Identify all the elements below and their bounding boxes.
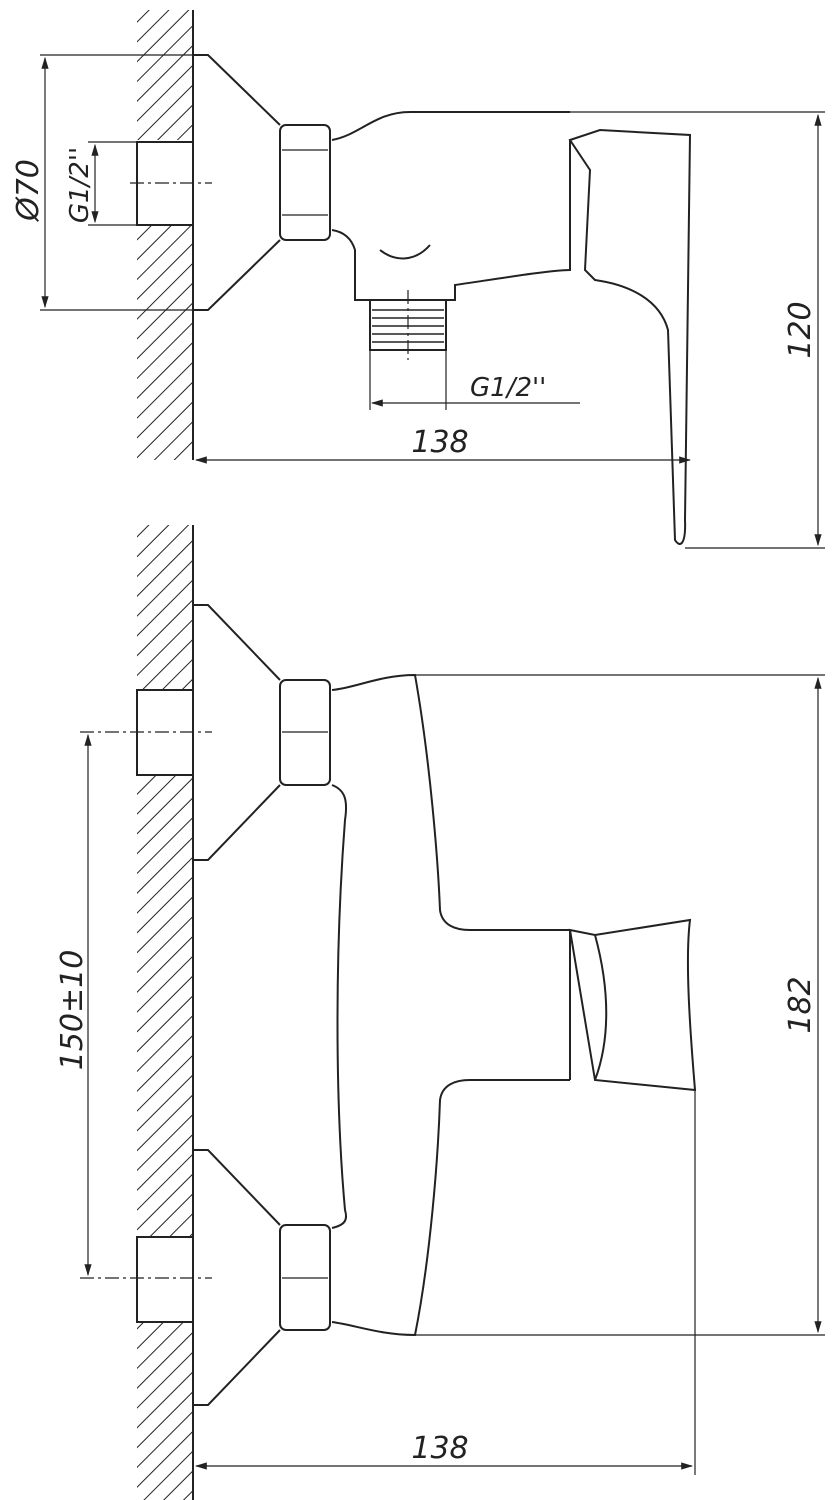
top-depth-label: 138	[411, 425, 468, 460]
lower-escutcheon	[193, 1149, 281, 1406]
front-height-label: 182	[783, 976, 818, 1033]
valve-body	[331, 673, 570, 1337]
handle	[568, 128, 692, 545]
front-depth-label: 138	[411, 1431, 468, 1466]
lower-nut	[279, 1224, 331, 1331]
escutcheon	[193, 54, 281, 311]
top-view: Ø70 G1/2'' G1/2'' 138 120	[11, 10, 825, 549]
upper-nut	[279, 679, 331, 786]
wall-hatch	[137, 525, 193, 1500]
nut	[279, 124, 331, 241]
inlet-thread-label: G1/2''	[65, 147, 95, 223]
outlet-thread-label: G1/2''	[470, 373, 546, 403]
lower-inlet-pipe	[136, 1236, 193, 1323]
spacing-label: 150±10	[55, 950, 90, 1071]
upper-escutcheon	[193, 604, 281, 861]
handle	[568, 918, 697, 1092]
valve-body	[331, 111, 571, 301]
diameter-label: Ø70	[11, 159, 46, 223]
front-view: 182 150±10 138	[55, 525, 825, 1500]
top-height-label: 120	[783, 301, 818, 358]
wall-hatch	[137, 10, 193, 460]
